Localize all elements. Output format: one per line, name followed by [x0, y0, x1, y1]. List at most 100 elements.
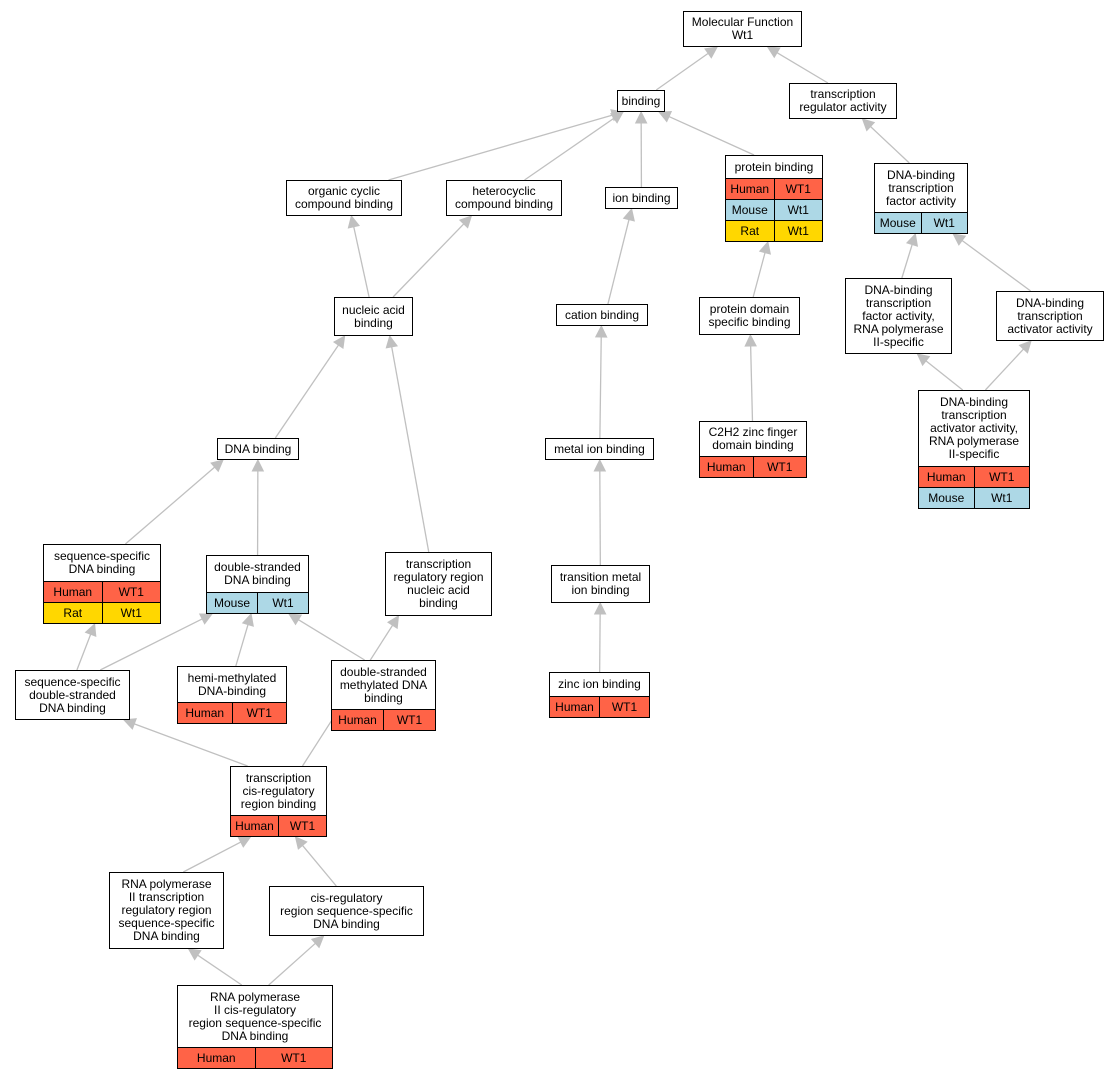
gene-cell[interactable]: WT1 — [973, 467, 1030, 487]
gene-cell[interactable]: WT1 — [599, 697, 649, 717]
node-title-line: II-specific — [873, 334, 924, 349]
edge-3 — [524, 111, 624, 181]
gene-cell[interactable]: Wt1 — [773, 200, 823, 220]
gene-cell[interactable]: WT1 — [383, 710, 435, 730]
edge-line — [961, 239, 1032, 292]
gene-cell[interactable]: Wt1 — [920, 213, 968, 233]
gene-cell[interactable]: Wt1 — [973, 488, 1030, 508]
node-title-line: DNA-binding — [939, 395, 1009, 409]
node-title: protein binding — [726, 156, 822, 178]
node-title-line: binding — [419, 596, 458, 610]
node-title-line: region sequence-specific — [188, 1015, 322, 1030]
gene-cell[interactable]: WT1 — [254, 1048, 333, 1068]
gene-cell[interactable]: WT1 — [752, 457, 807, 477]
node-binding[interactable]: binding — [617, 90, 665, 112]
arrowhead — [84, 622, 97, 637]
node-title-line: DNA binding — [39, 700, 106, 715]
edge-line — [235, 624, 249, 667]
node-cation-binding[interactable]: cation binding — [556, 304, 648, 326]
gene-cell[interactable]: Wt1 — [101, 603, 161, 623]
gene-cell[interactable]: WT1 — [101, 582, 161, 602]
edge-line — [124, 466, 216, 545]
edge-line — [668, 115, 755, 156]
edge-line — [599, 613, 601, 673]
node-ion-binding[interactable]: ion binding — [605, 187, 678, 209]
node-title-line: domain binding — [712, 438, 794, 452]
species-cell: Human — [926, 469, 966, 484]
species-cell: Rat — [740, 223, 760, 238]
edge-line — [599, 336, 602, 439]
node-title-line: nucleic acid — [342, 302, 405, 317]
species-cell: Human — [235, 818, 274, 833]
annotation-row-human: Human WT1 — [178, 1047, 332, 1068]
gene-cell[interactable]: WT1 — [231, 703, 287, 723]
node-title-line: transcription — [941, 408, 1007, 422]
annotation-row-human: Human WT1 — [919, 466, 1029, 487]
arrowhead — [210, 459, 224, 473]
arrowhead — [622, 207, 635, 222]
gene-cell[interactable]: WT1 — [773, 179, 823, 199]
arrowhead — [916, 353, 931, 367]
node-title-line: organic cyclic — [307, 184, 381, 198]
arrowhead — [766, 46, 781, 59]
arrowhead — [744, 333, 757, 347]
node-title-line: transition metal — [559, 570, 642, 584]
edge-26 — [593, 601, 607, 673]
node-metal-ion-binding[interactable]: metal ion binding — [545, 438, 654, 460]
gene-cell[interactable]: Wt1 — [773, 221, 823, 241]
node-title-line: factor activity — [885, 193, 957, 208]
edge-0 — [655, 46, 719, 91]
node-title: zinc ion binding — [550, 673, 649, 696]
arrowhead — [861, 118, 876, 132]
node-dna-binding[interactable]: DNA binding — [217, 438, 299, 460]
node-title-line: sequence-specific — [53, 549, 151, 563]
edge-6 — [861, 118, 910, 164]
node-title-line: cis-regulatory — [310, 890, 383, 905]
edge-line — [984, 348, 1024, 391]
species-cell: Human — [196, 1050, 236, 1065]
node-title-line: hemi-methylated — [187, 670, 277, 685]
species-cell: Human — [53, 584, 93, 599]
node-title-line: double-stranded — [340, 664, 427, 679]
edge-19 — [124, 459, 224, 545]
arrowhead — [609, 111, 624, 124]
gene-cell[interactable]: WT1 — [278, 816, 326, 836]
gene-cell[interactable]: Wt1 — [257, 593, 308, 613]
edge-line — [870, 126, 910, 164]
node-title-line: DNA-binding — [864, 282, 933, 297]
edge-4 — [634, 110, 648, 188]
